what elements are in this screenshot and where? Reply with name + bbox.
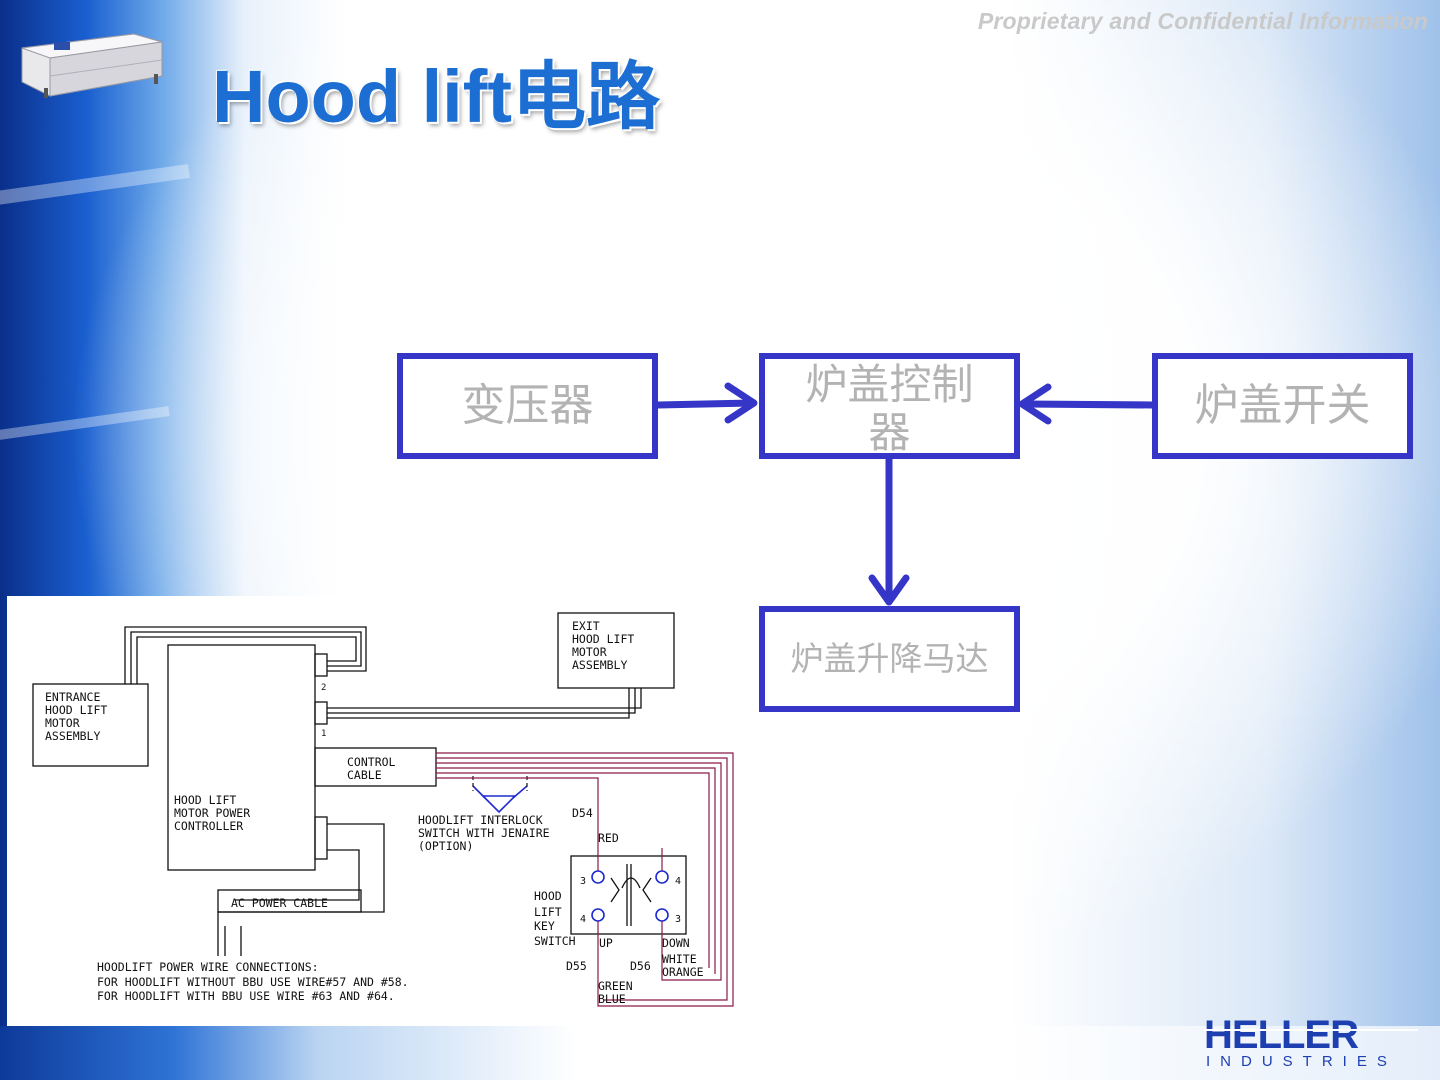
- entrance-motor-label-1: ENTRANCE: [45, 690, 100, 704]
- exit-motor-label-1: EXIT: [572, 619, 600, 633]
- switch-box: 炉盖开关: [1152, 353, 1413, 459]
- control-cable-label-2: CABLE: [347, 768, 382, 782]
- orange-label: ORANGE: [662, 965, 704, 979]
- controller-label-2: MOTOR POWER: [174, 806, 250, 820]
- key-switch-box: [570, 855, 687, 935]
- notes-line-2: FOR HOODLIFT WITHOUT BBU USE WIRE#57 AND…: [97, 975, 409, 989]
- notes-line-1: HOODLIFT POWER WIRE CONNECTIONS:: [97, 960, 319, 974]
- d54-label: D54: [572, 806, 593, 820]
- controller-label-3: CONTROLLER: [174, 819, 243, 833]
- white-label: WHITE: [662, 952, 697, 966]
- exit-motor-box: [557, 612, 675, 689]
- transformer-label: 变压器: [461, 379, 594, 431]
- exit-motor-label-2: HOOD LIFT: [572, 632, 634, 646]
- d55-label: D55: [566, 959, 587, 973]
- red-label: RED: [598, 831, 619, 845]
- interlock-label-3: (OPTION): [418, 839, 473, 853]
- controller-box-schematic: [167, 644, 316, 871]
- logo-tagline: INDUSTRIES: [1206, 1053, 1397, 1070]
- blue-label: BLUE: [598, 992, 626, 1006]
- exit-motor-label-4: ASSEMBLY: [572, 658, 627, 672]
- notes-line-3: FOR HOODLIFT WITH BBU USE WIRE #63 AND #…: [97, 989, 395, 1003]
- port-2-label: 2: [321, 683, 326, 693]
- control-cable-label-1: CONTROL: [347, 755, 396, 769]
- port-1-label: 1: [321, 729, 326, 739]
- wiring-schematic: EXIT HOOD LIFT MOTOR ASSEMBLY ENTRANCE H…: [7, 596, 742, 1026]
- pin-3b-label: 3: [675, 914, 681, 925]
- logo-name: HELLER: [1204, 1013, 1359, 1057]
- entrance-motor-label-3: MOTOR: [45, 716, 80, 730]
- confidential-notice: Proprietary and Confidential Information: [977, 8, 1428, 34]
- bottom-decoration: [0, 1026, 1440, 1080]
- controller-label-1: HOOD LIFT: [174, 793, 236, 807]
- exit-motor-label-3: MOTOR: [572, 645, 607, 659]
- controller-label: 炉盖控制器: [805, 360, 974, 458]
- ac-power-cable-label: AC POWER CABLE: [231, 896, 328, 910]
- key-switch-label-2: LIFT: [534, 905, 562, 919]
- switch-label: 炉盖开关: [1194, 379, 1371, 431]
- interlock-label-1: HOODLIFT INTERLOCK: [418, 813, 543, 827]
- entrance-motor-box: [32, 683, 149, 767]
- ac-power-cable-box: [217, 889, 362, 913]
- entrance-motor-label-4: ASSEMBLY: [45, 729, 100, 743]
- key-switch-label-1: HOOD: [534, 889, 562, 903]
- up-label: UP: [599, 936, 613, 950]
- entrance-motor-label-2: HOOD LIFT: [45, 703, 107, 717]
- controller-box: 炉盖控制器: [759, 353, 1020, 459]
- reflow-oven-image: [21, 33, 163, 98]
- slide-title: Hood lift电路: [212, 55, 661, 138]
- pin-4b-label: 4: [580, 914, 586, 925]
- motor-label: 炉盖升降马达: [790, 638, 989, 678]
- pin-3a-label: 3: [580, 876, 586, 887]
- key-switch-label-4: SWITCH: [534, 934, 576, 948]
- green-label: GREEN: [598, 979, 633, 993]
- motor-box: 炉盖升降马达: [759, 606, 1020, 712]
- interlock-label-2: SWITCH WITH JENAIRE: [418, 826, 550, 840]
- d56-label: D56: [630, 959, 651, 973]
- down-label: DOWN: [662, 936, 690, 950]
- heller-logo: HELLER INDUSTRIES: [1204, 1013, 1418, 1070]
- pin-4a-label: 4: [675, 876, 681, 887]
- transformer-box: 变压器: [397, 353, 658, 459]
- key-switch-label-3: KEY: [534, 919, 555, 933]
